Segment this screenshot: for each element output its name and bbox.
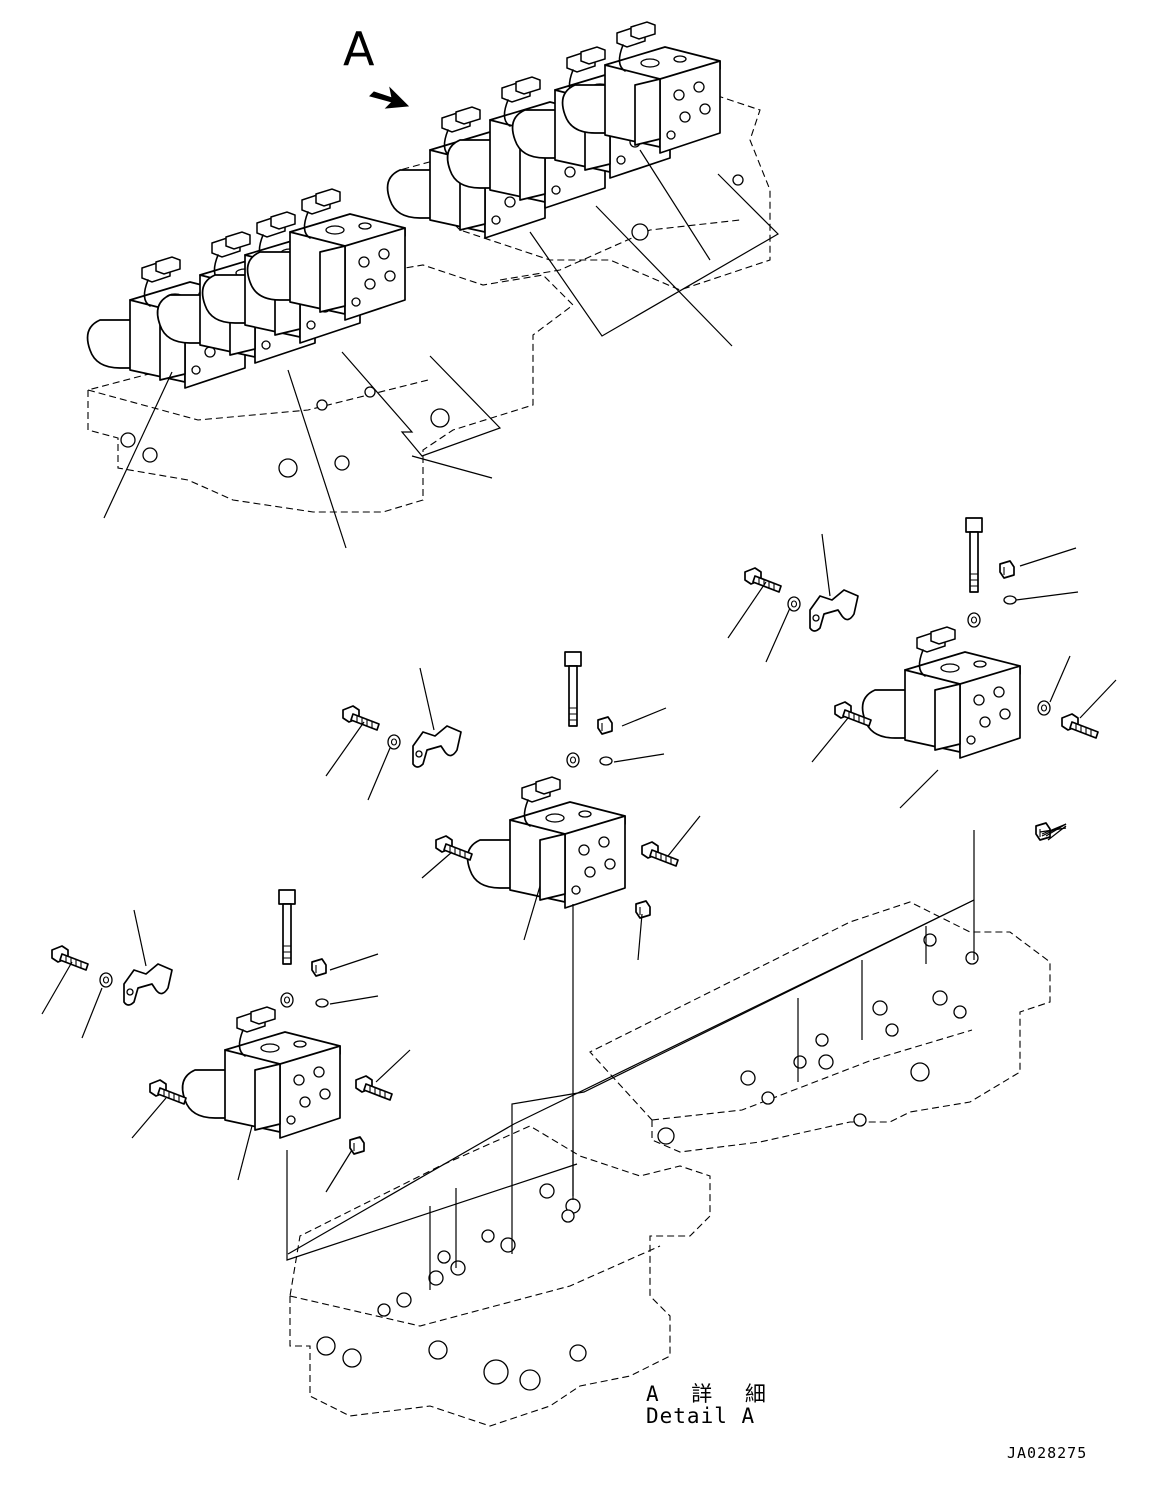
view-arrow-icon <box>369 86 410 109</box>
drawing-number: JA028275 <box>1007 1444 1088 1462</box>
upper-manifold-assembly <box>86 21 779 549</box>
detail-manifold-lower <box>289 1125 711 1427</box>
connection-lines <box>286 899 975 1290</box>
valve-group-center <box>325 651 701 1196</box>
view-marker-label: A <box>343 22 375 76</box>
detail-label-english: Detail A <box>646 1404 756 1428</box>
detail-manifold-upper <box>589 901 1051 1153</box>
detail-label-japanese: A 詳 細 <box>646 1382 776 1406</box>
valve-group-right <box>727 517 1117 900</box>
valve-group-left <box>41 889 411 1193</box>
